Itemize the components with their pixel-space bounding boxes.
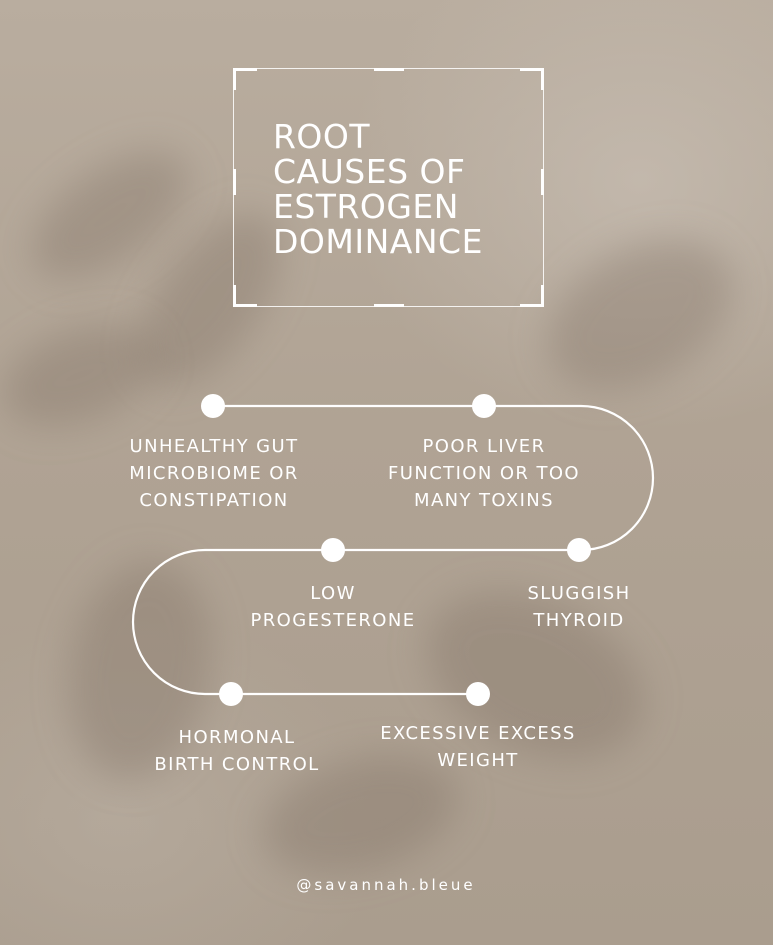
cause-label-line: EXCESSIVE EXCESS [380, 723, 576, 744]
cause-label-line: MICROBIOME OR [129, 463, 299, 484]
timeline-node [201, 394, 225, 418]
title-frame [233, 68, 544, 307]
cause-label: EXCESSIVE EXCESS WEIGHT [380, 720, 576, 774]
cause-label: LOW PROGESTERONE [251, 580, 416, 634]
cause-label: HORMONAL BIRTH CONTROL [154, 724, 319, 778]
cause-label-line: WEIGHT [437, 750, 519, 771]
cause-label-line: MANY TOXINS [414, 490, 554, 511]
cause-label-line: SLUGGISH [527, 583, 631, 604]
timeline-node [219, 682, 243, 706]
cause-label-line: FUNCTION OR TOO [388, 463, 580, 484]
title-line: CAUSES OF [273, 152, 466, 191]
page-title: ROOT CAUSES OF ESTROGEN DOMINANCE [273, 119, 533, 259]
title-line: DOMINANCE [273, 222, 483, 261]
cause-label-line: PROGESTERONE [250, 610, 416, 631]
cause-label-line: THYROID [533, 610, 625, 631]
cause-label-line: BIRTH CONTROL [154, 754, 320, 775]
timeline-node [472, 394, 496, 418]
timeline-node [321, 538, 345, 562]
timeline-node [567, 538, 591, 562]
cause-label: POOR LIVER FUNCTION OR TOO MANY TOXINS [388, 433, 580, 514]
cause-label-line: UNHEALTHY GUT [129, 436, 299, 457]
timeline-line [131, 404, 655, 696]
cause-label-line: LOW [310, 583, 356, 604]
cause-label-line: POOR LIVER [422, 436, 546, 457]
cause-label: SLUGGISH THYROID [527, 580, 630, 634]
cause-label: UNHEALTHY GUT MICROBIOME OR CONSTIPATION [129, 433, 298, 514]
author-handle: @savannah.bleue [296, 876, 476, 894]
cause-label-line: HORMONAL [178, 727, 296, 748]
timeline-node [466, 682, 490, 706]
title-line: ROOT [273, 117, 371, 156]
cause-label-line: CONSTIPATION [139, 490, 289, 511]
title-line: ESTROGEN [273, 187, 459, 226]
